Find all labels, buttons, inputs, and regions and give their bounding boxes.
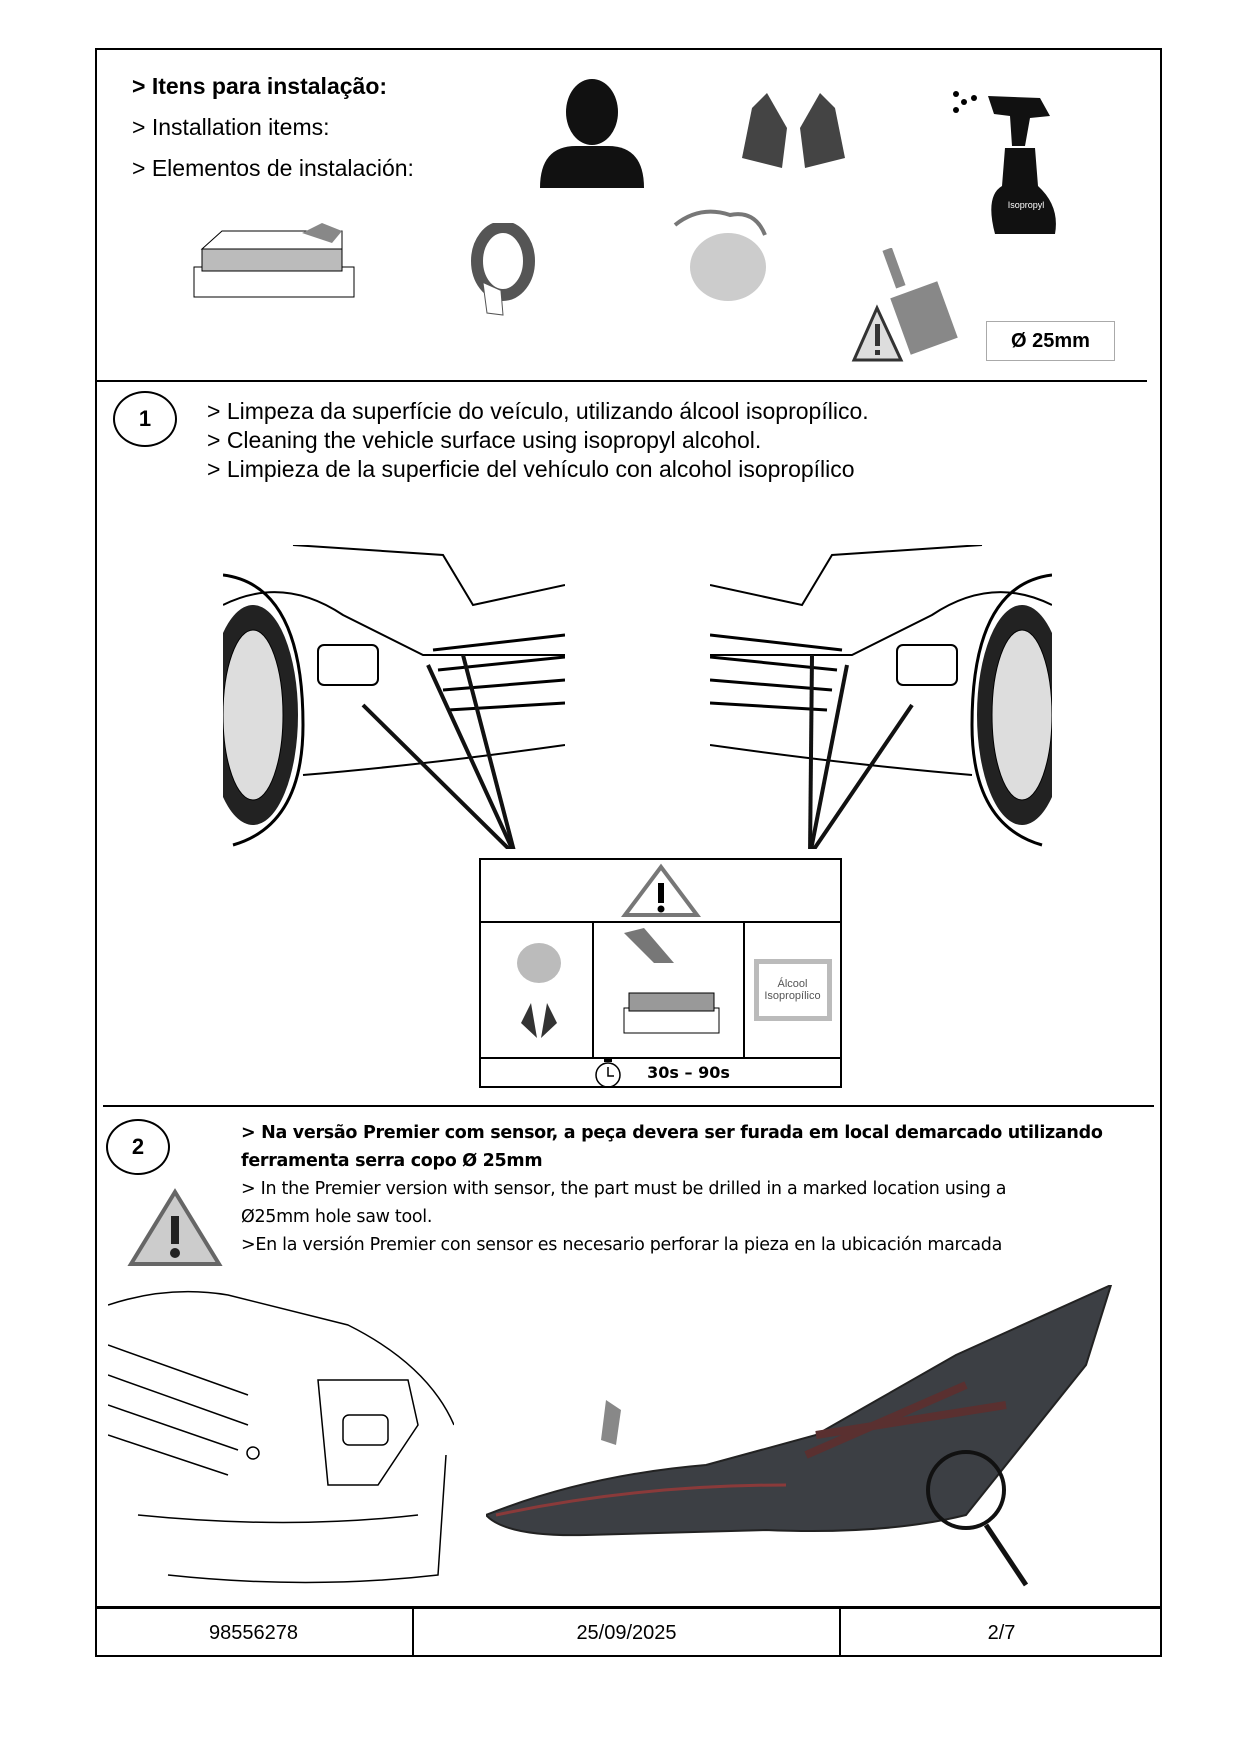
alcohol-label-2: Isopropílico [764, 990, 821, 1002]
step-2-badge: 2 [106, 1119, 170, 1175]
step-2-en-line-2: Ø25mm hole saw tool. [241, 1207, 433, 1227]
footer-part-number: 98556278 [95, 1609, 414, 1657]
step-2-pt-line-2: ferramenta serra copo Ø 25mm [241, 1151, 543, 1171]
step-1-badge: 1 [113, 391, 177, 447]
footer: 98556278 25/09/2025 2/7 [95, 1606, 1162, 1657]
step-2-en-line-1: > In the Premier version with sensor, th… [241, 1179, 1007, 1199]
step-1-line-es: > Limpieza de la superficie del vehículo… [207, 456, 855, 482]
gloves-icon [742, 93, 845, 168]
wipe-hand-icon [623, 928, 720, 1034]
wipes-icon [193, 223, 355, 298]
footer-date: 25/09/2025 [414, 1609, 841, 1657]
mask-gloves-icon [517, 943, 561, 1038]
wipe-cell [594, 923, 745, 1057]
step-2-pt-line-1: > Na versão Premier com sensor, a peça d… [241, 1123, 1103, 1143]
cleaning-instructions-table: Álcool Isopropílico 30s – 90s [479, 858, 842, 1088]
items-title-en: > Installation items: [132, 114, 330, 140]
items-title-es: > Elementos de instalación: [132, 155, 414, 181]
person-icon [540, 79, 644, 188]
spray-bottle-icon: Isopropyl [953, 91, 1056, 234]
hole-saw-size-box: Ø 25mm [986, 321, 1115, 361]
divider [103, 1105, 1154, 1107]
step-2-instructions: > Na versão Premier com sensor, a peça d… [241, 1119, 1141, 1259]
step-1-line-en: > Cleaning the vehicle surface using iso… [207, 427, 762, 453]
time-row: 30s – 90s [481, 1057, 840, 1088]
car-front-right-illustration [710, 545, 1052, 849]
tape-icon [471, 223, 535, 316]
warning-row [481, 860, 840, 923]
alcohol-label-box: Álcool Isopropílico [753, 959, 832, 1021]
divider [97, 380, 1147, 382]
items-title: > Itens para instalação: > Installation … [132, 66, 414, 189]
warning-hole-saw-icon [851, 248, 958, 362]
alcohol-cell: Álcool Isopropílico [745, 923, 840, 1057]
footer-page-number: 2/7 [987, 1621, 1016, 1644]
alcohol-label-1: Álcool [777, 978, 808, 990]
spray-label: Isopropyl [1008, 200, 1045, 210]
step-1-instructions: > Limpeza da superfície do veículo, util… [207, 397, 869, 484]
items-title-pt: > Itens para instalação: [132, 73, 388, 99]
step-1-line-pt: > Limpeza da superfície do veículo, util… [207, 398, 869, 424]
warning-icon [620, 863, 701, 917]
car-front-left-illustration [223, 545, 565, 849]
step-2-es-line-1: >En la versión Premier con sensor es nec… [241, 1235, 1002, 1255]
page-frame [95, 48, 1162, 1657]
hole-saw-icon [601, 1400, 621, 1445]
mask-icon [673, 209, 767, 301]
warning-icon [127, 1188, 223, 1266]
magnifier-icon [926, 1450, 1006, 1530]
bumper-sensor-illustration [108, 1290, 454, 1584]
trim-part-photo [486, 1285, 1113, 1587]
time-range: 30s – 90s [647, 1063, 730, 1082]
ppe-cell [481, 923, 594, 1057]
stopwatch-icon [595, 1058, 621, 1088]
